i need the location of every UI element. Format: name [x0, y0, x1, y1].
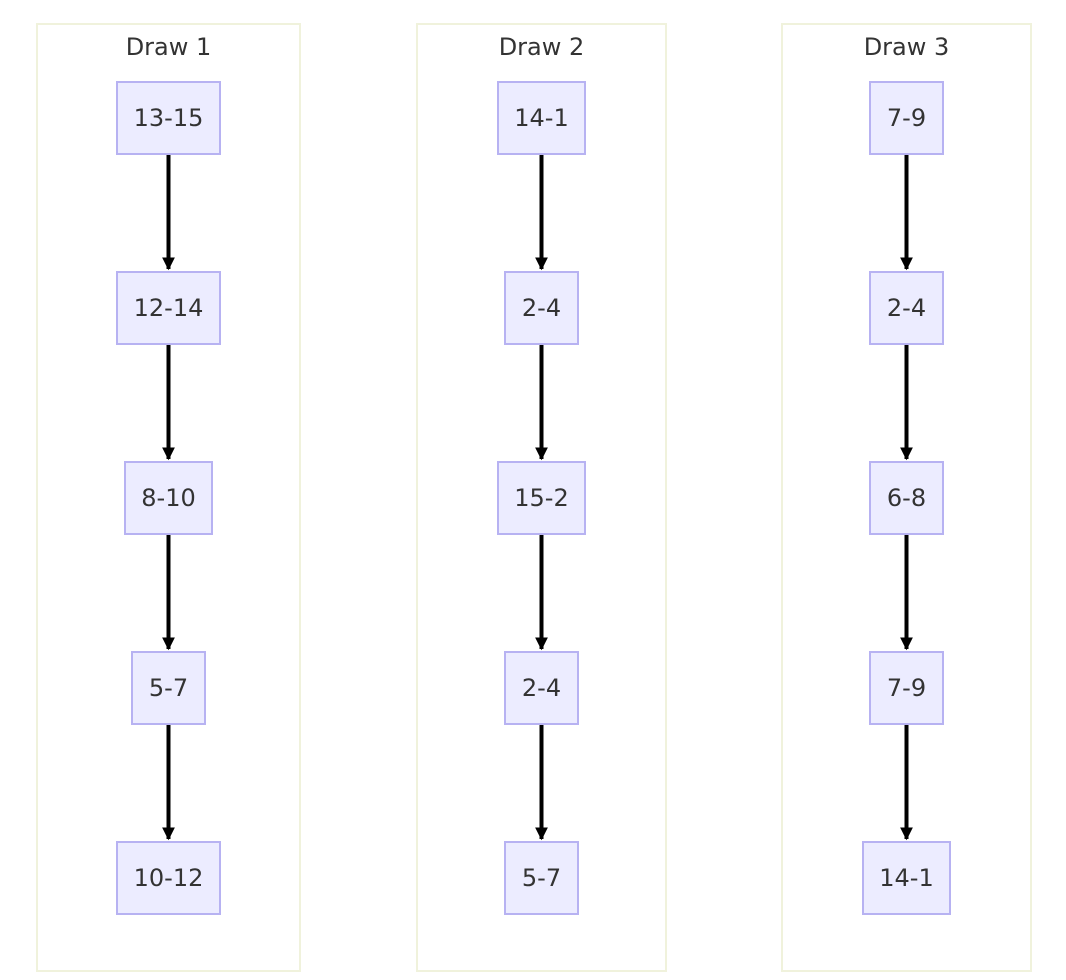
node-draw-3-step-4[interactable]: 7-9 [869, 651, 944, 725]
cluster-title: Draw 2 [498, 33, 585, 61]
node-draw-2-step-4[interactable]: 2-4 [504, 651, 579, 725]
node-draw-3-step-5[interactable]: 14-1 [862, 841, 951, 915]
node-draw-1-step-5[interactable]: 10-12 [116, 841, 221, 915]
node-draw-3-step-1[interactable]: 7-9 [869, 81, 944, 155]
node-draw-2-step-5[interactable]: 5-7 [504, 841, 579, 915]
node-draw-2-step-2[interactable]: 2-4 [504, 271, 579, 345]
node-draw-1-step-2[interactable]: 12-14 [116, 271, 221, 345]
cluster-title: Draw 1 [125, 33, 212, 61]
node-draw-3-step-2[interactable]: 2-4 [869, 271, 944, 345]
node-draw-1-step-3[interactable]: 8-10 [124, 461, 213, 535]
node-draw-3-step-3[interactable]: 6-8 [869, 461, 944, 535]
node-draw-1-step-4[interactable]: 5-7 [131, 651, 206, 725]
cluster-title: Draw 3 [863, 33, 950, 61]
node-draw-2-step-1[interactable]: 14-1 [497, 81, 586, 155]
node-draw-1-step-1[interactable]: 13-15 [116, 81, 221, 155]
node-draw-2-step-3[interactable]: 15-2 [497, 461, 586, 535]
